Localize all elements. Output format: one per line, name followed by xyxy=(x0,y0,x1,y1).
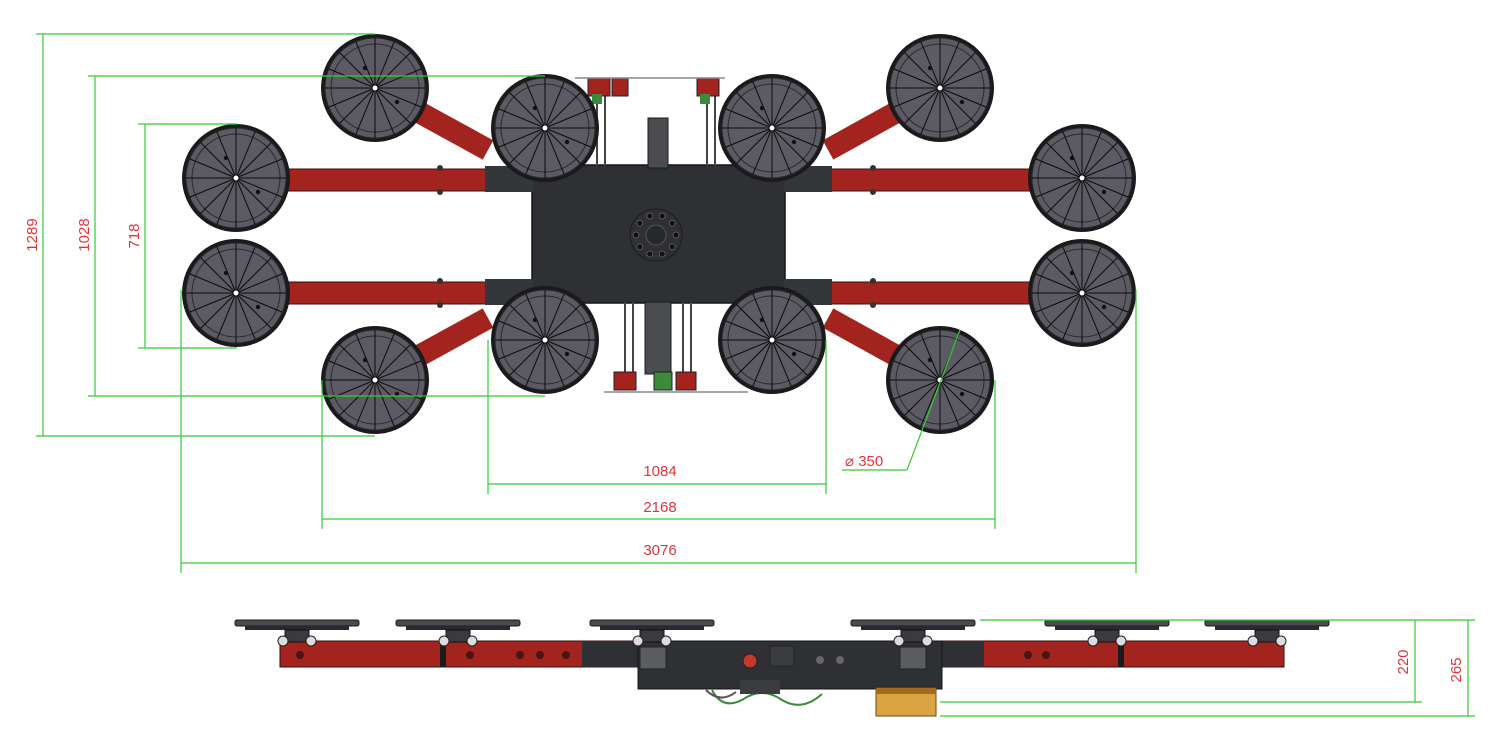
side-view xyxy=(234,619,1330,717)
dimensions-side-view xyxy=(940,619,1475,717)
side-pad-4 xyxy=(850,619,976,647)
dimension-labels: 1289 1028 718 1084 2168 3076 ⌀ 350 xyxy=(24,218,883,559)
dim-side-height-inner: 220 xyxy=(1395,649,1412,674)
pad-right-upper xyxy=(1028,124,1136,232)
pad-top-right-inner xyxy=(718,74,826,182)
side-pad-6 xyxy=(1204,619,1330,647)
dim-width-mid: 2168 xyxy=(643,499,676,516)
side-beam-left-dark xyxy=(582,641,642,667)
side-pad-1 xyxy=(234,619,360,647)
side-pad-5 xyxy=(1044,619,1170,647)
side-pad-3 xyxy=(589,619,715,647)
side-beam-right xyxy=(939,640,1285,668)
pad-top-left-inner xyxy=(491,74,599,182)
bolt xyxy=(658,250,666,258)
arm-bolt xyxy=(870,278,876,284)
pad-bottom-left-inner xyxy=(491,286,599,394)
arm-bolt xyxy=(437,302,443,308)
bolt xyxy=(668,243,676,251)
dim-width-inner: 1084 xyxy=(643,463,676,480)
bolt xyxy=(636,243,644,251)
pad-bottom-right-inner xyxy=(718,286,826,394)
pad-bottom-left-outer xyxy=(321,326,429,434)
rotation-bolt-circle xyxy=(629,208,683,262)
side-pad-2 xyxy=(395,619,521,647)
arm-bolt xyxy=(437,189,443,195)
dim-pad-diameter: ⌀ 350 xyxy=(845,453,883,470)
dim-height-mid: 1028 xyxy=(76,218,93,251)
pad-right-lower xyxy=(1028,239,1136,347)
bolt xyxy=(636,219,644,227)
bolt xyxy=(646,250,654,258)
side-beam-left xyxy=(279,640,641,668)
arm-bolt xyxy=(437,278,443,284)
pad-top-right-outer xyxy=(886,34,994,142)
arm-bolt xyxy=(870,189,876,195)
top-mechanism xyxy=(575,77,725,169)
dim-width-outer: 3076 xyxy=(643,542,676,559)
dim-height-inner: 718 xyxy=(126,223,143,248)
suction-pads xyxy=(182,34,1136,434)
pad-bottom-right-outer xyxy=(886,326,994,434)
bolt xyxy=(672,231,680,239)
pad-left-lower xyxy=(182,239,290,347)
dim-height-outer: 1289 xyxy=(24,218,41,251)
dimensions-top-view xyxy=(36,33,1137,573)
pad-top-left-outer xyxy=(321,34,429,142)
side-suction-pads xyxy=(234,619,1330,647)
side-dimension-labels: 220 265 xyxy=(1395,649,1465,682)
arm-bolt xyxy=(870,302,876,308)
bolt xyxy=(632,231,640,239)
bolt xyxy=(668,219,676,227)
bottom-mechanism xyxy=(604,301,748,393)
bolt xyxy=(646,212,654,220)
dim-side-height-outer: 265 xyxy=(1448,657,1465,682)
pad-left-upper xyxy=(182,124,290,232)
arm-bolt xyxy=(870,165,876,171)
top-view xyxy=(182,34,1136,434)
arm-bolt xyxy=(437,165,443,171)
bolt xyxy=(658,212,666,220)
